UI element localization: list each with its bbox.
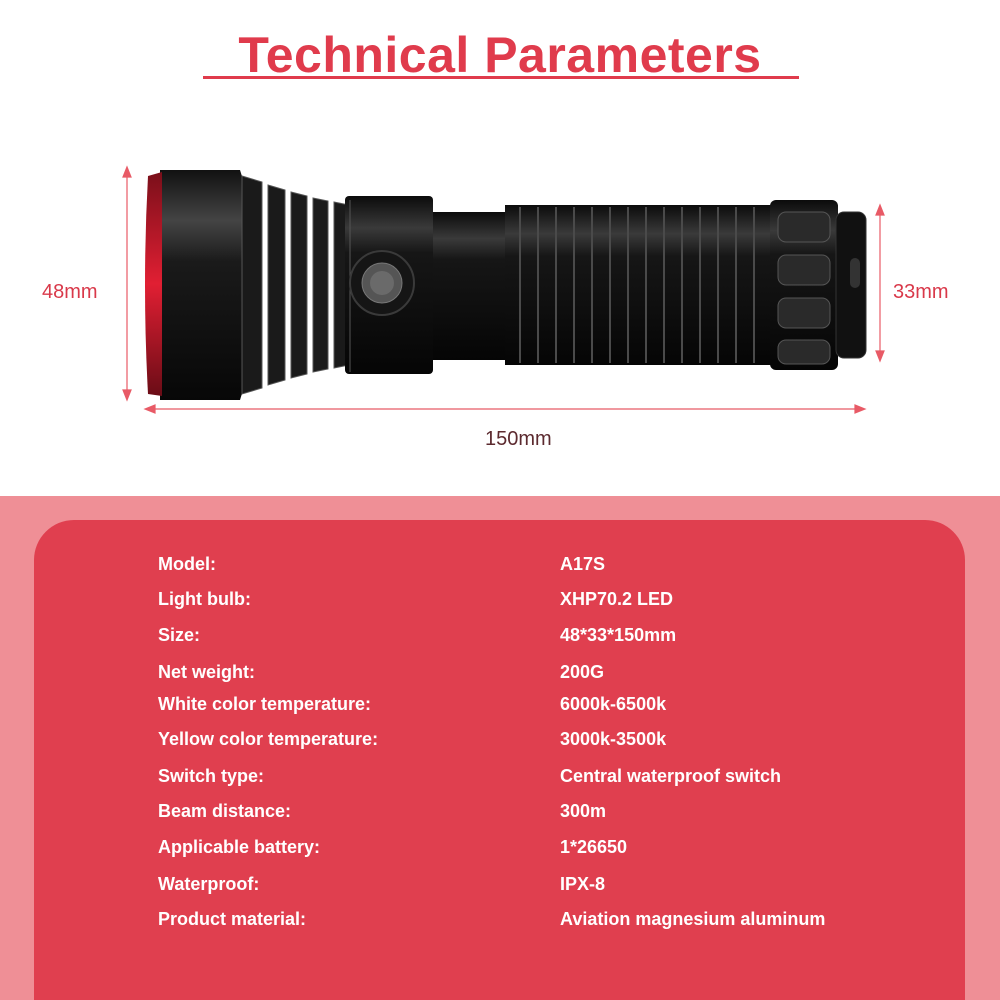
specs-panel [34, 520, 965, 1000]
length-label: 150mm [485, 428, 552, 450]
spec-value-waterproof: IPX-8 [560, 874, 606, 894]
spec-value-net-weight: 200G [560, 662, 605, 682]
page-title: Technical Parameters [238, 27, 762, 83]
dimension-arrow-height-left [122, 165, 132, 402]
spec-key-net-weight: Net weight: [158, 662, 255, 682]
spec-value-white-color-temperature: 6000k-6500k [560, 694, 667, 714]
spec-key-product-material: Product material: [158, 909, 307, 929]
spec-value-product-material: Aviation magnesium aluminum [560, 909, 826, 929]
spec-value-applicable-battery: 1*26650 [560, 837, 628, 857]
title-underline [203, 76, 799, 79]
spec-key-white-color-temperature: White color temperature: [158, 694, 372, 714]
spec-key-beam-distance: Beam distance: [158, 801, 292, 821]
dimension-arrow-length [143, 404, 867, 414]
dimension-arrow-height-right [875, 203, 885, 363]
spec-value-light-bulb: XHP70.2 LED [560, 589, 674, 609]
spec-value-beam-distance: 300m [560, 801, 607, 821]
spec-key-applicable-battery: Applicable battery: [158, 837, 321, 857]
spec-value-size: 48*33*150mm [560, 625, 677, 645]
tail-diameter-label: 33mm [893, 281, 949, 303]
head-diameter-label: 48mm [42, 281, 98, 303]
spec-key-model: Model: [158, 554, 216, 574]
spec-value-yellow-color-temperature: 3000k-3500k [560, 729, 667, 749]
flashlight-image: DIVING [122, 165, 885, 414]
spec-key-size: Size: [158, 625, 201, 645]
spec-key-yellow-color-temperature: Yellow color temperature: [158, 729, 379, 749]
spec-key-light-bulb: Light bulb: [158, 589, 251, 609]
spec-value-switch-type: Central waterproof switch [560, 766, 782, 786]
spec-key-switch-type: Switch type: [158, 766, 265, 786]
spec-key-waterproof: Waterproof: [158, 874, 260, 894]
spec-value-model: A17S [560, 554, 606, 574]
